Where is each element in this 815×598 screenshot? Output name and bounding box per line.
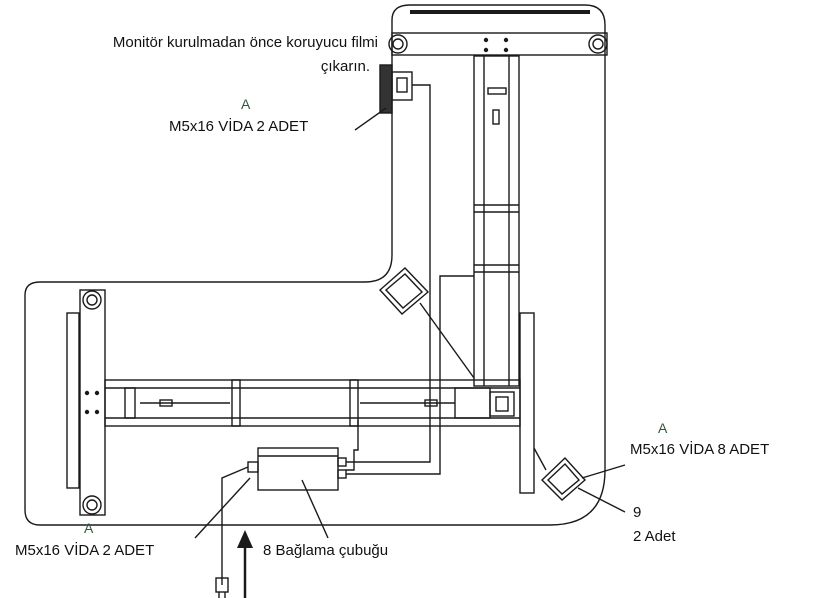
marker-a-bottom: A	[84, 520, 94, 536]
monitor-note-line1: Monitör kurulmadan önce koruyucu filmi	[112, 34, 378, 51]
marker-a-top: A	[241, 96, 251, 112]
leader-right-screws	[581, 464, 626, 479]
cables	[215, 84, 474, 598]
leader-part-9	[577, 487, 626, 513]
marker-a-right: A	[658, 420, 668, 436]
monitor-bracket	[379, 64, 413, 114]
mounting-plate-upper	[379, 267, 430, 315]
top-crossbar	[388, 10, 608, 56]
connector-rod-label: 8 Bağlama çubuğu	[263, 542, 389, 559]
mounting-plate-lower	[540, 456, 586, 501]
monitor-note-line2: çıkarın.	[320, 58, 370, 75]
leader-connector-rod	[301, 479, 329, 539]
desktop-outline	[24, 4, 606, 526]
horizontal-beam	[104, 379, 521, 427]
top-screws-label: M5x16 VİDA 2 ADET	[169, 118, 309, 135]
right-screws-label: M5x16 VİDA 8 ADET	[630, 441, 770, 458]
part-9-qty: 2 Adet	[633, 528, 676, 545]
left-foot	[66, 289, 106, 516]
control-box	[247, 447, 347, 491]
leader-top-screws	[354, 107, 387, 131]
part-9-number: 9	[633, 504, 642, 521]
plate-lower-link	[533, 447, 547, 471]
leader-bottom-screws	[194, 477, 251, 539]
bottom-screws-label: M5x16 VİDA 2 ADET	[15, 542, 155, 559]
vertical-leg-column	[473, 55, 520, 387]
plate-link-line	[419, 302, 475, 379]
insertion-arrow	[237, 530, 253, 598]
right-foot	[519, 312, 535, 494]
